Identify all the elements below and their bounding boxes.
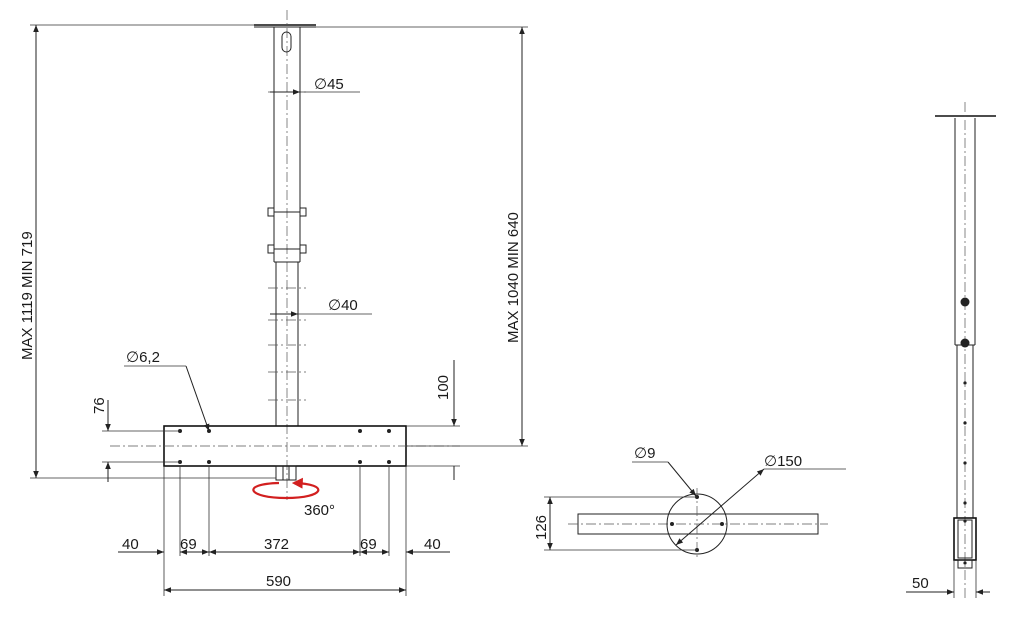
pivot [275,465,297,481]
inner-height-label: MAX 1040 MIN 640 [505,212,522,343]
top-hole-diameter-label: ∅9 [634,445,655,462]
spacing-label-69-left: 69 [180,536,197,553]
spacing-label-left: 40 [122,536,139,553]
side-adjust-holes [963,381,967,505]
bar-height-label: 76 [91,397,108,414]
mount-slot [281,31,292,53]
outer-height-label: MAX 1119 MIN 719 [19,231,36,360]
front-view: ∅45 ∅40 360° MAX 1119 MIN 719 [19,10,528,596]
diameter-40-label: ∅40 [328,297,358,314]
offset-height-label: 100 [435,375,452,400]
top-view: ∅150 ∅9 126 [533,445,846,560]
diameter-45-label: ∅45 [314,76,344,93]
plate-diameter-label: ∅150 [764,453,802,470]
spacing-label-right: 40 [424,536,441,553]
total-width-label: 590 [266,573,291,590]
top-bar-height-label: 126 [533,515,550,540]
spacing-dimensions: 40 69 372 69 40 590 [118,466,450,596]
rotation-arrow [252,477,320,500]
mounting-holes [178,429,391,464]
hole-diameter-label: ∅6,2 [126,349,160,366]
spacing-label-69-right: 69 [360,536,377,553]
bracket-depth-label: 50 [912,575,929,592]
rotation-label: 360° [304,502,335,519]
clamp-bolts [267,207,307,254]
side-view: 50 [906,102,996,600]
spacing-label-center: 372 [264,536,289,553]
